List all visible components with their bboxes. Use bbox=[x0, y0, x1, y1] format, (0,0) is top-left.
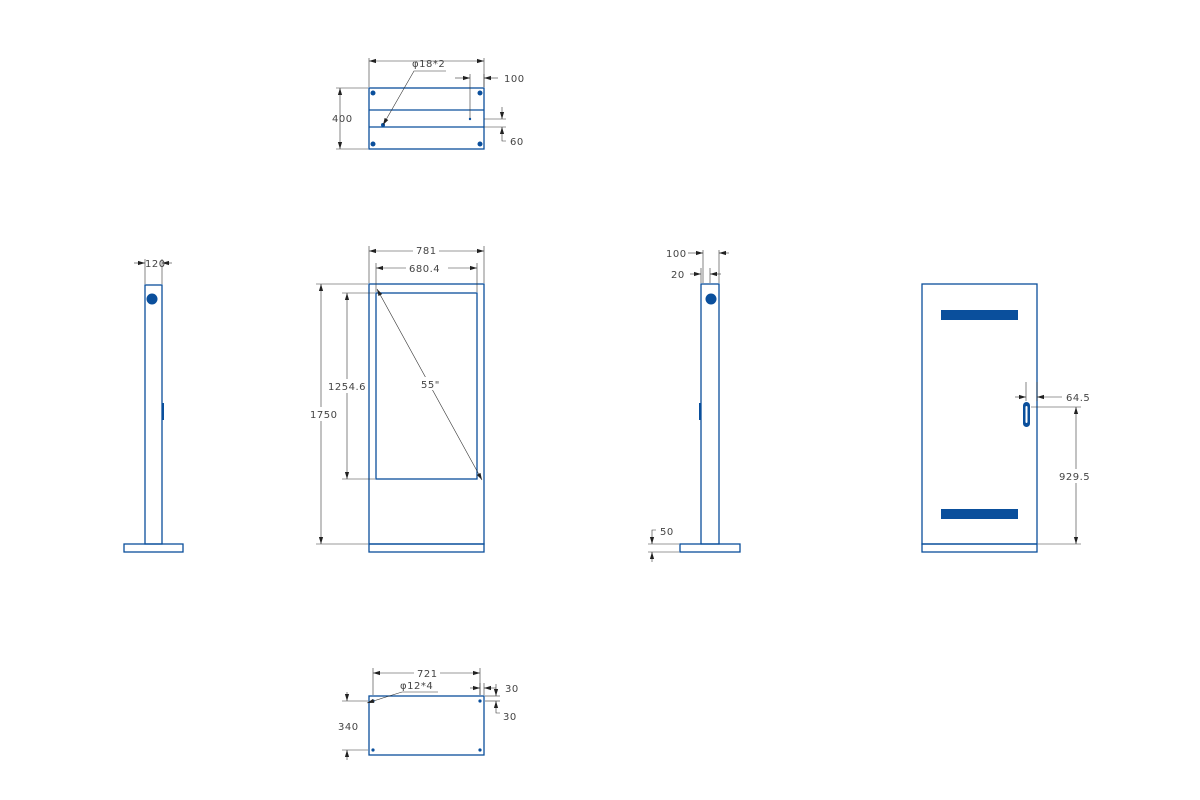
left-side-base bbox=[123, 543, 184, 553]
label-top-offset: 100 bbox=[504, 74, 525, 85]
label-front-diagonal: 55" bbox=[421, 380, 440, 391]
left-side-knob bbox=[146, 293, 158, 305]
label-base-hole-y: 30 bbox=[503, 712, 517, 723]
top-view-hole bbox=[370, 90, 376, 96]
top-view-hole bbox=[370, 141, 376, 147]
label-base-holes: φ12*4 bbox=[400, 681, 433, 692]
dim-top-inset-arrow-bottom bbox=[499, 127, 506, 142]
label-base-depth: 340 bbox=[338, 722, 359, 733]
top-view-hole bbox=[477, 141, 483, 147]
right-side-latch bbox=[699, 403, 701, 420]
top-view-center-mark bbox=[468, 117, 472, 121]
right-side-base bbox=[679, 543, 741, 553]
rear-base bbox=[921, 543, 1038, 553]
base-hole bbox=[478, 699, 482, 703]
label-left-thickness: 120 bbox=[145, 259, 166, 270]
dim-right-base-arrow-top bbox=[649, 529, 656, 544]
label-front-height: 1750 bbox=[310, 410, 337, 421]
base-hole bbox=[371, 748, 375, 752]
top-view-hole bbox=[477, 90, 483, 96]
dim-base-hole-y-arrow-bottom bbox=[493, 701, 500, 714]
label-right-offset: 20 bbox=[671, 270, 685, 281]
base-hole bbox=[478, 748, 482, 752]
label-base-width: 721 bbox=[417, 669, 438, 680]
leader-top-holes bbox=[382, 70, 446, 126]
label-rear-handle-offset: 64.5 bbox=[1066, 393, 1090, 404]
label-front-screen-height: 1254.6 bbox=[328, 382, 366, 393]
front-view: 781 680.4 1254.6 1750 55" bbox=[308, 243, 485, 553]
label-right-base-height: 50 bbox=[660, 527, 674, 538]
label-top-inset: 60 bbox=[510, 137, 524, 148]
rear-body bbox=[921, 283, 1038, 545]
base-view: 721 φ12*4 30 30 340 bbox=[338, 666, 519, 760]
label-front-screen-width: 680.4 bbox=[409, 264, 440, 275]
label-top-holes: φ18*2 bbox=[412, 59, 445, 70]
label-rear-handle-height: 929.5 bbox=[1059, 472, 1090, 483]
left-side-view: 120 bbox=[123, 259, 184, 553]
rear-vent-bottom bbox=[941, 509, 1018, 519]
front-body bbox=[368, 283, 485, 545]
right-side-body bbox=[700, 283, 720, 545]
rear-view: 64.5 929.5 bbox=[921, 283, 1095, 553]
rear-handle-slot bbox=[1025, 406, 1028, 423]
right-side-view: 100 20 50 bbox=[648, 249, 741, 562]
left-side-body bbox=[144, 284, 163, 545]
top-view: φ18*2 100 400 60 bbox=[332, 58, 525, 150]
label-top-depth: 400 bbox=[332, 114, 353, 125]
leader-base-holes bbox=[366, 691, 438, 704]
rear-vent-top bbox=[941, 310, 1018, 320]
label-base-hole-x: 30 bbox=[505, 684, 519, 695]
label-right-depth: 100 bbox=[666, 249, 687, 260]
right-side-knob bbox=[705, 293, 717, 305]
front-base bbox=[368, 543, 485, 553]
label-front-width: 781 bbox=[416, 246, 437, 257]
base-plate bbox=[368, 695, 485, 756]
top-view-outline bbox=[368, 87, 485, 150]
left-side-latch bbox=[162, 403, 164, 420]
